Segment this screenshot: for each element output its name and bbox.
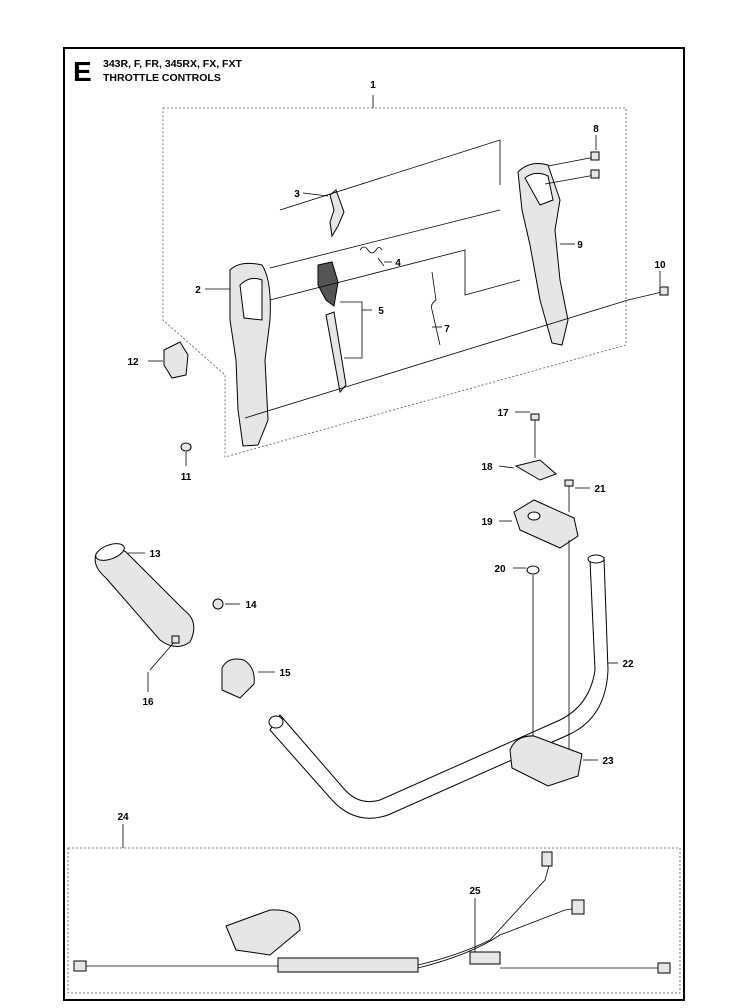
assembly-line bbox=[269, 209, 501, 269]
callout-8: 8 bbox=[593, 124, 599, 135]
screw-17 bbox=[530, 413, 540, 458]
callout-23: 23 bbox=[602, 756, 614, 767]
assembly-24-boundary bbox=[67, 847, 681, 994]
assembly-1-boundary bbox=[162, 107, 627, 458]
switch-12 bbox=[163, 341, 189, 379]
callout-3: 3 bbox=[294, 189, 300, 200]
clamp-15 bbox=[221, 658, 255, 699]
section-letter: E bbox=[73, 56, 92, 87]
callout-5: 5 bbox=[378, 306, 384, 317]
clamp-19 bbox=[513, 499, 579, 549]
callout-19: 19 bbox=[481, 517, 493, 528]
handle-half-2-grip bbox=[239, 277, 263, 321]
callout-24: 24 bbox=[117, 812, 129, 823]
callout-11: 11 bbox=[181, 472, 192, 483]
screw-8 bbox=[544, 151, 600, 185]
handle-half-9-insert bbox=[524, 172, 554, 206]
screw-16 bbox=[149, 635, 180, 671]
callout-7: 7 bbox=[444, 324, 450, 335]
assembly-line bbox=[279, 139, 501, 211]
callout-10: 10 bbox=[654, 260, 666, 271]
callout-12: 12 bbox=[127, 357, 139, 368]
plate-18 bbox=[514, 459, 557, 481]
callout-15: 15 bbox=[279, 668, 291, 679]
model-list: 343R, F, FR, 345RX, FX, FXT bbox=[103, 58, 242, 70]
callout-25: 25 bbox=[469, 886, 481, 897]
callout-13: 13 bbox=[149, 549, 161, 560]
handle-half-9 bbox=[517, 163, 569, 346]
throttle-rod-5 bbox=[325, 311, 347, 394]
leader-3 bbox=[302, 192, 329, 197]
callout-20: 20 bbox=[494, 564, 506, 575]
washer-20 bbox=[526, 565, 540, 575]
callout-2: 2 bbox=[195, 285, 201, 296]
diagram-frame bbox=[63, 47, 685, 1001]
callout-14: 14 bbox=[245, 600, 257, 611]
screw-21 bbox=[564, 479, 574, 512]
callout-16: 16 bbox=[142, 697, 154, 708]
callout-18: 18 bbox=[481, 462, 493, 473]
callout-1: 1 bbox=[370, 80, 376, 91]
nut-11 bbox=[180, 442, 192, 452]
leader-18 bbox=[498, 465, 515, 469]
callout-21: 21 bbox=[594, 484, 606, 495]
assembly-line bbox=[269, 249, 521, 301]
throttle-cable-24 bbox=[73, 851, 671, 974]
diagram-title: THROTTLE CONTROLS bbox=[103, 72, 221, 84]
callout-4: 4 bbox=[395, 258, 401, 269]
callout-17: 17 bbox=[497, 408, 509, 419]
screw-10 bbox=[627, 286, 669, 301]
callout-9: 9 bbox=[577, 240, 583, 251]
callout-22: 22 bbox=[622, 659, 634, 670]
assembly-line bbox=[244, 299, 629, 419]
clamp-23 bbox=[509, 735, 583, 787]
throttle-trigger-5 bbox=[317, 261, 339, 307]
nut-14 bbox=[212, 598, 224, 610]
spring-7 bbox=[431, 271, 441, 346]
grip-13 bbox=[94, 546, 195, 647]
spring-4 bbox=[359, 246, 385, 267]
leader-5-bracket bbox=[340, 301, 363, 359]
throttle-lock-3 bbox=[329, 189, 345, 238]
